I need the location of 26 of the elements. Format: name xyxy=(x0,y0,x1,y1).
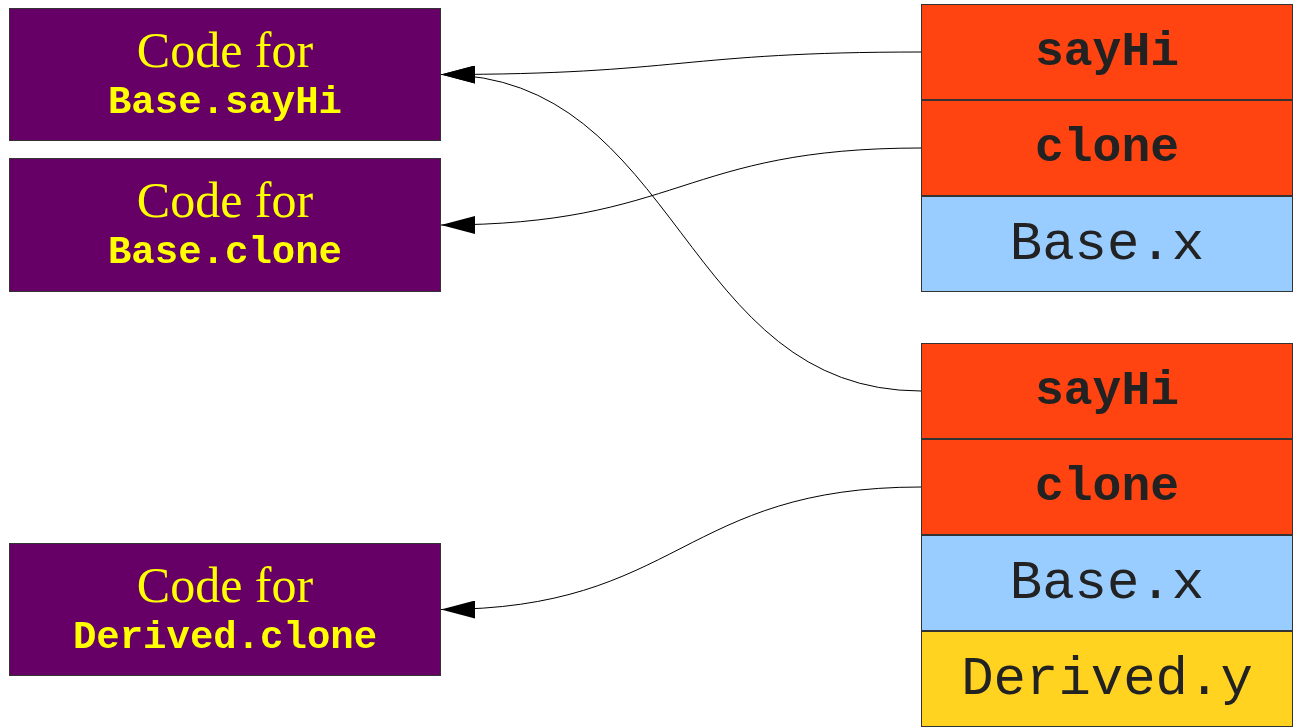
method-name: Base.clone xyxy=(107,230,342,277)
table-cell xyxy=(921,439,1293,535)
table-cell xyxy=(921,535,1293,631)
method-name: clone xyxy=(1035,120,1179,177)
arrow xyxy=(440,69,922,392)
method-name: Base.sayHi xyxy=(107,79,342,127)
method-name: Derived.clone xyxy=(72,614,378,662)
table-cell xyxy=(921,100,1293,196)
table-cell xyxy=(921,196,1293,292)
box-caption: Code for xyxy=(136,21,314,78)
method-name: sayHi xyxy=(1035,363,1179,420)
method-name: sayHi xyxy=(1035,24,1179,81)
field-name: Base.x xyxy=(1009,212,1205,277)
box-caption: Code for xyxy=(136,172,314,228)
arrow xyxy=(440,147,922,234)
code-box xyxy=(9,8,441,141)
table-cell xyxy=(921,4,1293,100)
arrow xyxy=(440,486,922,617)
field-name: Base.x xyxy=(1009,551,1205,616)
code-box xyxy=(9,543,441,676)
code-box xyxy=(9,158,441,292)
table-cell xyxy=(921,343,1293,439)
box-caption: Code for xyxy=(136,556,314,613)
method-name: clone xyxy=(1035,459,1179,516)
field-name: Derived.y xyxy=(961,647,1253,712)
table-cell xyxy=(921,631,1293,727)
